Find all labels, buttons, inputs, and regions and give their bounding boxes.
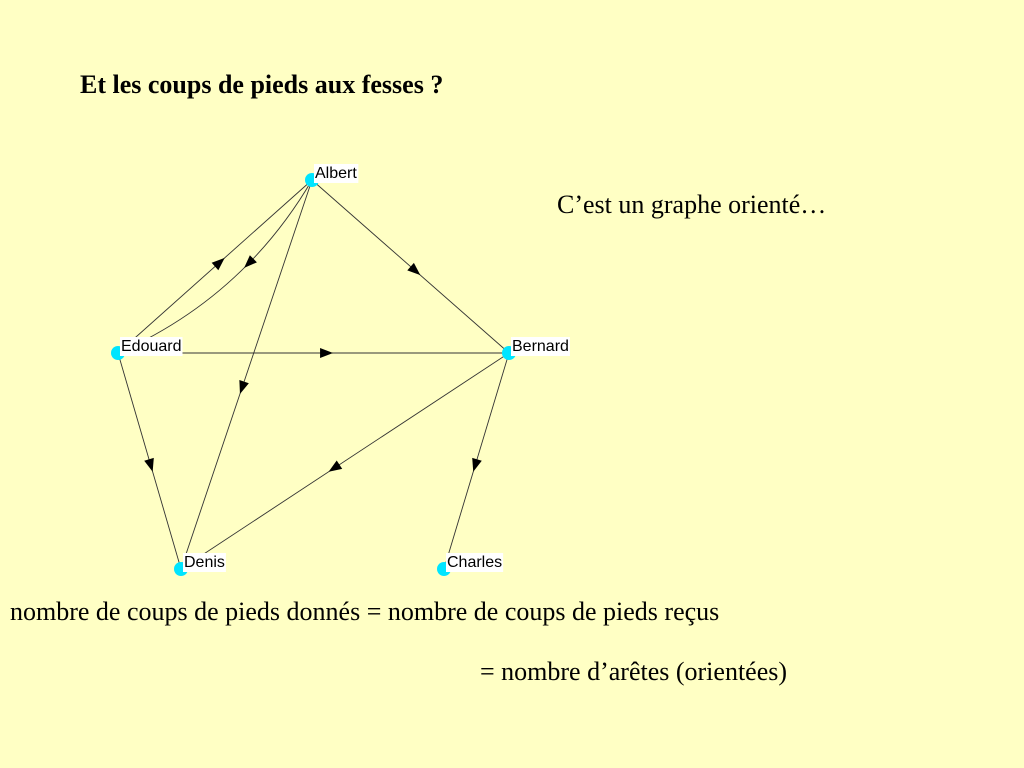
node-edouard: Edouard <box>111 337 183 360</box>
node-bernard: Bernard <box>502 337 570 360</box>
node-charles-label-bg <box>446 553 504 572</box>
node-bernard-label: Bernard <box>512 338 569 355</box>
edges-layer <box>117 179 510 570</box>
edge-bernard-to-denis <box>180 352 510 570</box>
node-bernard-label-bg <box>511 337 570 356</box>
edge-edouard-to-denis-arrow <box>144 457 154 472</box>
graph-note: C’est un graphe orienté… <box>557 190 827 219</box>
node-albert: Albert <box>305 164 359 187</box>
node-charles: Charles <box>437 553 504 576</box>
edge-albert-to-bernard <box>311 179 510 354</box>
equation-line-1: nombre de coups de pieds donnés = nombre… <box>10 597 720 626</box>
node-albert-label: Albert <box>315 165 357 182</box>
edge-edouard-to-albert-arrow <box>211 257 225 271</box>
edge-albert-to-edouard-arrow <box>244 255 257 268</box>
node-denis-label: Denis <box>184 554 225 571</box>
edge-edouard-to-bernard-arrow <box>320 348 334 358</box>
slide-title: Et les coups de pieds aux fesses ? <box>80 70 444 99</box>
edge-bernard-to-charles-arrow <box>472 457 482 472</box>
node-albert-label-bg <box>314 164 359 183</box>
node-denis: Denis <box>174 553 226 576</box>
edge-albert-to-denis-arrow <box>239 380 249 394</box>
node-charles-label: Charles <box>447 554 502 571</box>
equation-line-2: = nombre d’arêtes (orientées) <box>480 657 788 686</box>
node-edouard-label: Edouard <box>121 338 182 355</box>
edge-bernard-to-denis-arrow <box>328 460 343 472</box>
node-edouard-label-bg <box>120 337 183 356</box>
node-denis-label-bg <box>183 553 226 572</box>
edge-albert-to-bernard-arrow <box>407 262 421 276</box>
edge-albert-to-denis <box>180 179 313 570</box>
